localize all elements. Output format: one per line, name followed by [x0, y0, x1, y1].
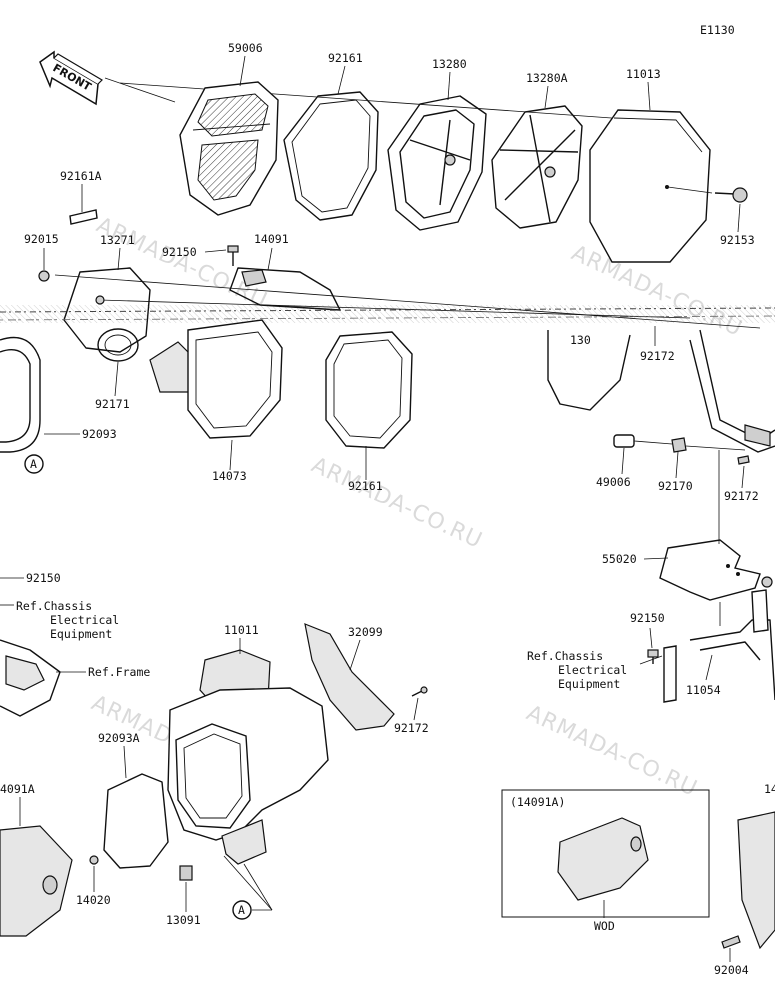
part-49006-grommet [613, 434, 673, 448]
part-label-92150-right: 92150 [630, 611, 665, 625]
watermark-1: ARMADA-CO.RU [92, 213, 271, 314]
inset-box-caption: WOD [594, 919, 615, 933]
part-label-14073: 14073 [212, 469, 247, 483]
part-label-11054: 11054 [686, 683, 721, 697]
ref-chassis-left-line1: Ref.Chassis [16, 599, 92, 613]
part-label-92161A: 92161A [60, 169, 102, 183]
part-14073-duct [149, 319, 283, 439]
part-55020-plate [659, 450, 761, 601]
callout-a-bottom: A [223, 855, 273, 920]
part-label-14-right: 14 [764, 782, 775, 796]
callout-a-bottom-label: A [238, 903, 245, 917]
part-label-92015: 92015 [24, 232, 59, 246]
part-label-92172-right: 92172 [724, 489, 759, 503]
part-92004-bolt [721, 935, 741, 949]
part-130-partial [547, 330, 631, 411]
scan-distortion-band [0, 305, 775, 323]
part-label-14091: 14091 [254, 232, 289, 246]
part-label-55020: 55020 [602, 552, 637, 566]
part-label-92093A: 92093A [98, 731, 140, 745]
part-13280-filter-holder [387, 95, 487, 231]
part-11011-airbox [167, 649, 329, 865]
part-92161-gasket-top [283, 91, 379, 221]
part-92150-bolt-top [227, 245, 239, 266]
part-32099-side-duct [304, 623, 395, 731]
part-13280A-filter-cage [491, 105, 583, 229]
part-label-92150-left: 92150 [26, 571, 61, 585]
part-92171-clamp [97, 328, 139, 362]
part-label-11013: 11013 [626, 67, 661, 81]
part-92172-bolt-right [737, 455, 750, 465]
diagram-code: E1130 [700, 23, 735, 37]
part-92015-nut [38, 270, 50, 282]
ref-frame-label: Ref.Frame [88, 665, 150, 679]
part-13091-clip [179, 865, 193, 881]
part-label-13091: 13091 [166, 913, 201, 927]
watermark-5: ARMADA-CO.RU [522, 701, 701, 802]
part-label-14020: 14020 [76, 893, 111, 907]
part-label-32099: 32099 [348, 625, 383, 639]
part-label-92150-top: 92150 [162, 245, 197, 259]
part-label-92161-mid: 92161 [348, 479, 383, 493]
part-left-frame-fragment [0, 639, 61, 717]
part-label-92161-top: 92161 [328, 51, 363, 65]
part-14020-grommet [89, 855, 99, 865]
part-right-cover-partial [737, 811, 775, 950]
ref-frame-note: Ref.Frame [56, 665, 150, 679]
part-92150-bolt-right [647, 649, 659, 664]
part-92093-hose: A [0, 336, 44, 474]
callout-a-left: A [30, 457, 37, 471]
ref-chassis-right-line2: Electrical [558, 663, 627, 677]
ref-chassis-left-note: Ref.Chassis Electrical Equipment [0, 599, 119, 641]
front-arrow-icon: FRONT [39, 50, 103, 106]
part-92161A-tube [69, 209, 98, 225]
part-right-bracket [689, 329, 775, 453]
part-label-92093: 92093 [82, 427, 117, 441]
part-label-130: 130 [570, 333, 591, 347]
ref-chassis-left-line2: Electrical [50, 613, 119, 627]
part-label-13271: 13271 [100, 233, 135, 247]
part-label-13280: 13280 [432, 57, 467, 71]
inset-box-title: (14091A) [510, 795, 565, 809]
inset-box-14091A: (14091A) WOD [501, 789, 710, 933]
part-92093A-gasket [103, 773, 169, 869]
ref-chassis-right-line3: Equipment [558, 677, 620, 691]
part-label-92172-mid: 92172 [640, 349, 675, 363]
part-label-14091A-left: 4091A [0, 782, 35, 796]
part-label-92170: 92170 [658, 479, 693, 493]
part-label-92153: 92153 [720, 233, 755, 247]
watermark-3: ARMADA-CO.RU [307, 453, 486, 554]
part-label-59006: 59006 [228, 41, 263, 55]
part-92153-wing-bolt [667, 186, 748, 203]
ref-chassis-right-note: Ref.Chassis Electrical Equipment [527, 649, 663, 691]
part-92161-gasket-mid [325, 331, 413, 449]
ref-chassis-right-line1: Ref.Chassis [527, 649, 603, 663]
part-92170-clip [671, 437, 746, 453]
part-92172-bolt-low [411, 686, 428, 697]
part-label-92171: 92171 [95, 397, 130, 411]
part-11013-filter-element [589, 109, 711, 263]
part-13271-plate [63, 267, 151, 353]
part-11054-bracket [663, 576, 775, 703]
ref-chassis-left-line3: Equipment [50, 627, 112, 641]
part-label-49006: 49006 [596, 475, 631, 489]
part-label-92004: 92004 [714, 963, 749, 977]
part-label-11011: 11011 [224, 623, 259, 637]
part-59006-screen [179, 81, 279, 216]
part-14091A-cover-left [0, 825, 73, 937]
part-label-13280A: 13280A [526, 71, 568, 85]
part-label-92172-low: 92172 [394, 721, 429, 735]
